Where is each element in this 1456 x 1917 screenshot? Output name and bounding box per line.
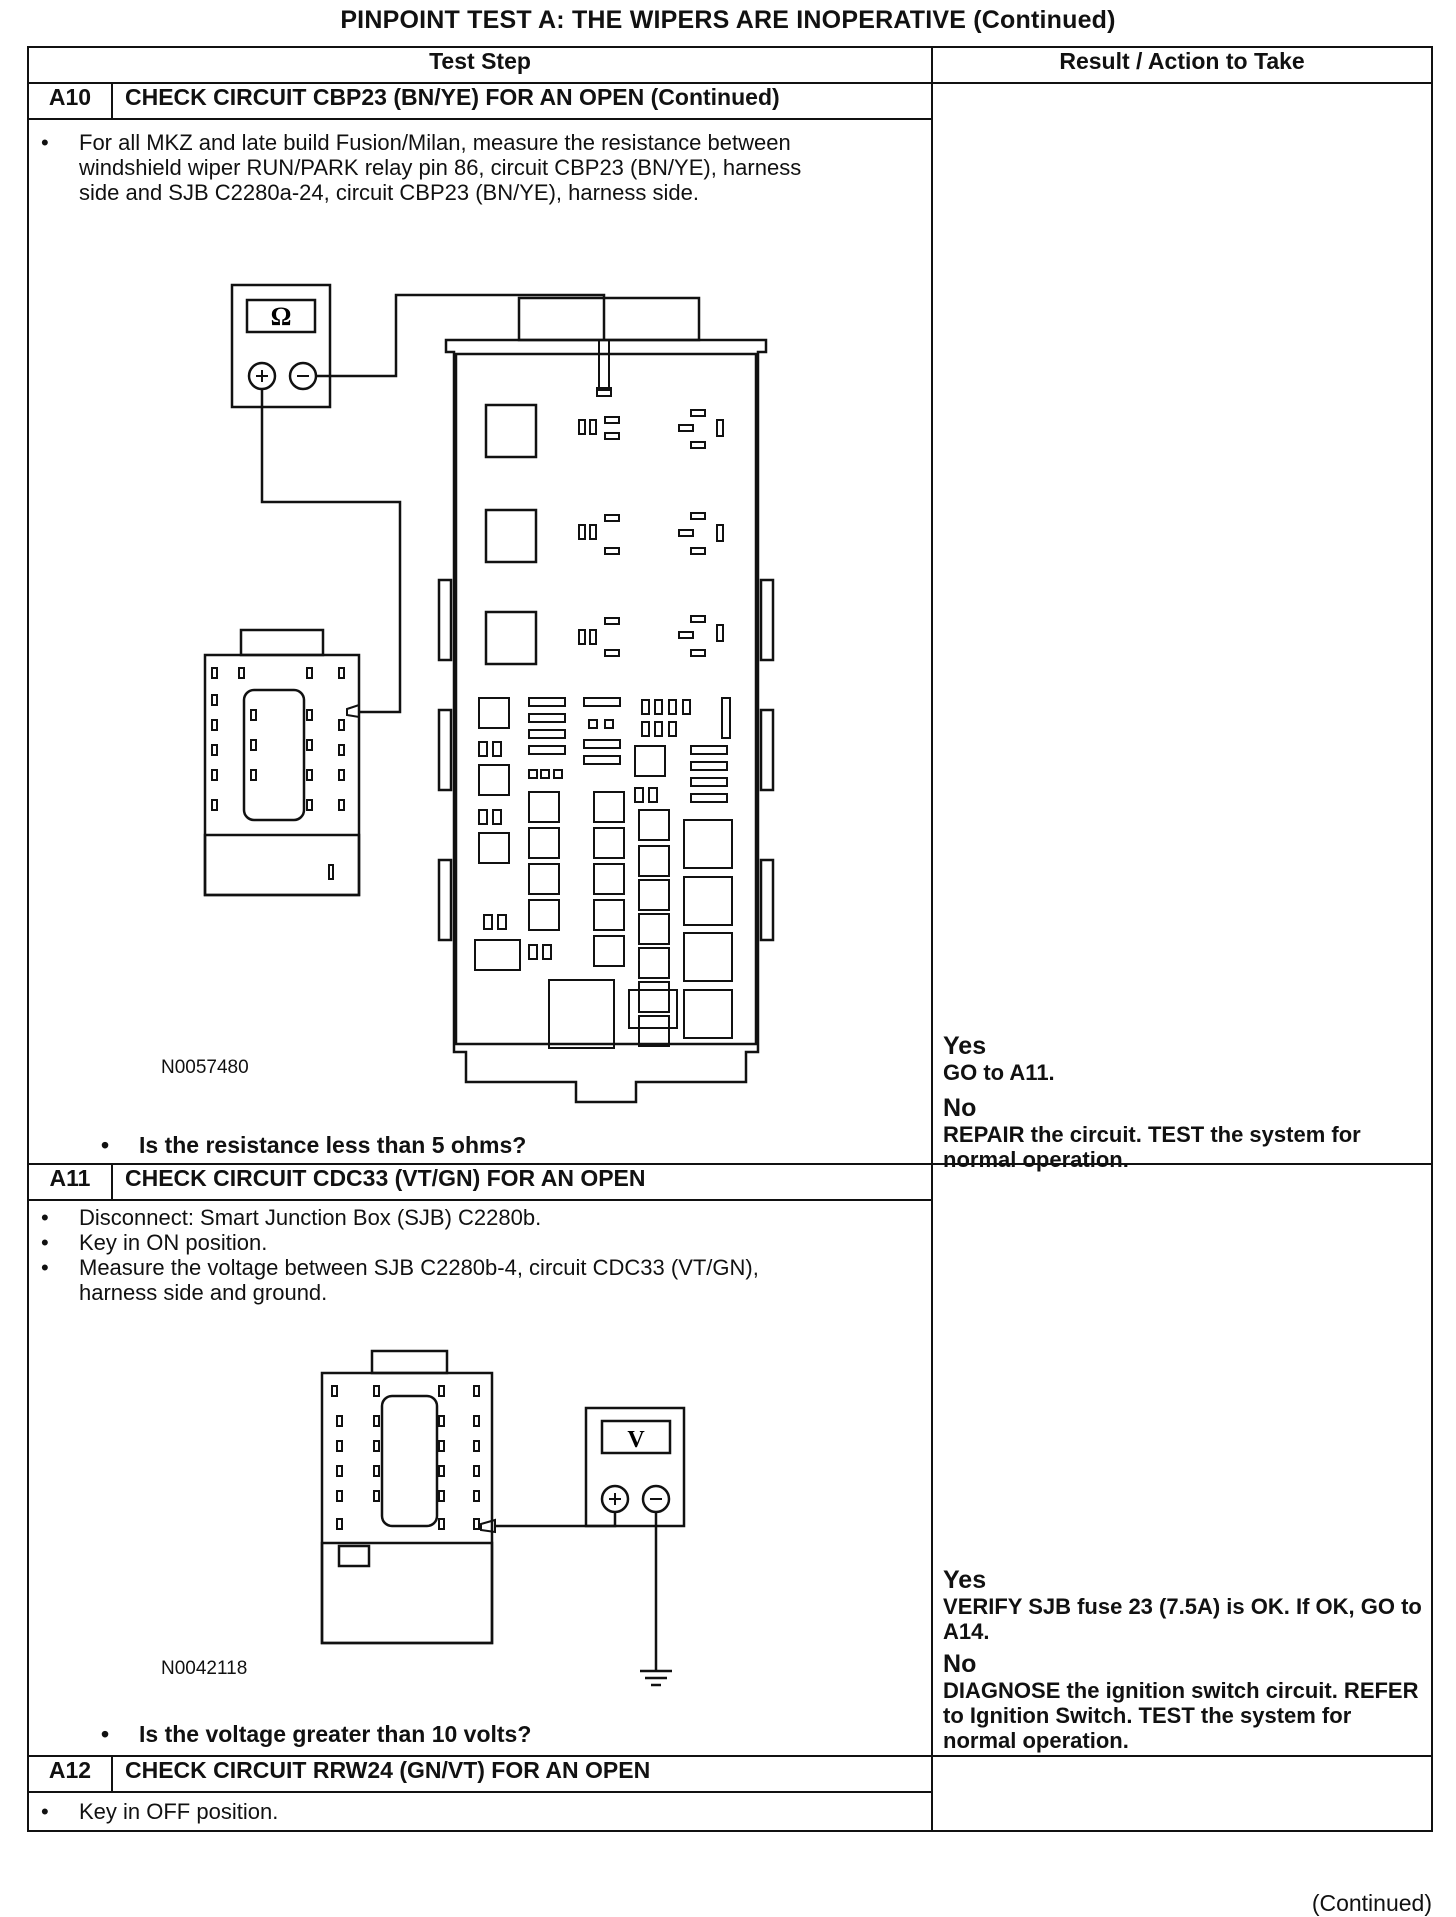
bullet-item: For all MKZ and late build Fusion/Milan,… bbox=[41, 130, 839, 205]
table-header: Test Step Result / Action to Take bbox=[26, 46, 1434, 84]
step-bullets: Disconnect: Smart Junction Box (SJB) C22… bbox=[29, 1201, 931, 1305]
step-a12-header: A12 CHECK CIRCUIT RRW24 (GN/VT) FOR AN O… bbox=[27, 1755, 1434, 1832]
yes-label: Yes bbox=[943, 1566, 987, 1594]
page-title: PINPOINT TEST A: THE WIPERS ARE INOPERAT… bbox=[340, 6, 1116, 34]
test-question: Is the resistance less than 5 ohms? bbox=[101, 1132, 526, 1159]
yes-action: GO to A11. bbox=[943, 1060, 1055, 1085]
step-bullets: Key in OFF position. bbox=[29, 1793, 931, 1824]
c2280b-voltage-diagram: V bbox=[320, 1349, 686, 1687]
step-a10-content: For all MKZ and late build Fusion/Milan,… bbox=[26, 118, 934, 1165]
step-id: A11 bbox=[27, 1163, 113, 1201]
step-title: CHECK CIRCUIT CDC33 (VT/GN) FOR AN OPEN bbox=[110, 1163, 934, 1201]
step-a12-content: Key in OFF position. bbox=[26, 1791, 934, 1832]
bullet-item: Disconnect: Smart Junction Box (SJB) C22… bbox=[41, 1205, 931, 1230]
no-label: No bbox=[943, 1650, 977, 1678]
yes-action: VERIFY SJB fuse 23 (7.5A) is OK. If OK, … bbox=[943, 1594, 1422, 1644]
continued-note: (Continued) bbox=[1311, 1890, 1432, 1916]
bullet-item: Key in OFF position. bbox=[41, 1799, 931, 1824]
yes-result: Yes VERIFY SJB fuse 23 (7.5A) is OK. If … bbox=[943, 1566, 1423, 1644]
no-action: REPAIR the circuit. TEST the system for … bbox=[943, 1122, 1361, 1172]
step-a11-header: A11 CHECK CIRCUIT CDC33 (VT/GN) FOR AN O… bbox=[27, 1163, 1434, 1757]
no-result: No DIAGNOSE the ignition switch circuit.… bbox=[943, 1650, 1423, 1753]
sjb-resistance-diagram: Ω bbox=[203, 283, 775, 1104]
step-a11-result: Yes VERIFY SJB fuse 23 (7.5A) is OK. If … bbox=[931, 1163, 1434, 1757]
test-step-header: Test Step bbox=[26, 46, 934, 84]
step-title: CHECK CIRCUIT RRW24 (GN/VT) FOR AN OPEN bbox=[110, 1755, 934, 1793]
bullet-item: Measure the voltage between SJB C2280b-4… bbox=[41, 1255, 779, 1305]
step-a12-result bbox=[931, 1755, 1434, 1832]
step-bullets: For all MKZ and late build Fusion/Milan,… bbox=[29, 120, 931, 205]
no-result: No REPAIR the circuit. TEST the system f… bbox=[943, 1094, 1423, 1172]
yes-result: Yes GO to A11. bbox=[943, 1032, 1423, 1085]
step-id: A10 bbox=[27, 82, 113, 120]
step-a10-body: For all MKZ and late build Fusion/Milan,… bbox=[26, 118, 1432, 1165]
step-a11-body: Disconnect: Smart Junction Box (SJB) C22… bbox=[26, 1199, 1432, 1757]
step-a12-body: Key in OFF position. bbox=[26, 1791, 1432, 1832]
yes-label: Yes bbox=[943, 1032, 987, 1060]
bullet-item: Key in ON position. bbox=[41, 1230, 931, 1255]
step-a11-content: Disconnect: Smart Junction Box (SJB) C22… bbox=[26, 1199, 934, 1757]
test-question: Is the voltage greater than 10 volts? bbox=[101, 1721, 531, 1748]
ohm-symbol: Ω bbox=[271, 302, 292, 331]
result-header: Result / Action to Take bbox=[931, 46, 1434, 84]
voltmeter-symbol: V bbox=[627, 1427, 645, 1453]
pinpoint-test-table: Test Step Result / Action to Take A10 CH… bbox=[26, 46, 1434, 1832]
figure-id: N0057480 bbox=[161, 1057, 249, 1078]
step-a10-result: Yes GO to A11. No REPAIR the circuit. TE… bbox=[931, 82, 1434, 1172]
figure-id: N0042118 bbox=[161, 1658, 248, 1679]
no-action: DIAGNOSE the ignition switch circuit. RE… bbox=[943, 1678, 1419, 1753]
no-label: No bbox=[943, 1094, 977, 1122]
step-id: A12 bbox=[27, 1755, 113, 1793]
step-title: CHECK CIRCUIT CBP23 (BN/YE) FOR AN OPEN … bbox=[110, 82, 934, 120]
step-a10-header: A10 CHECK CIRCUIT CBP23 (BN/YE) FOR AN O… bbox=[27, 82, 1434, 1172]
